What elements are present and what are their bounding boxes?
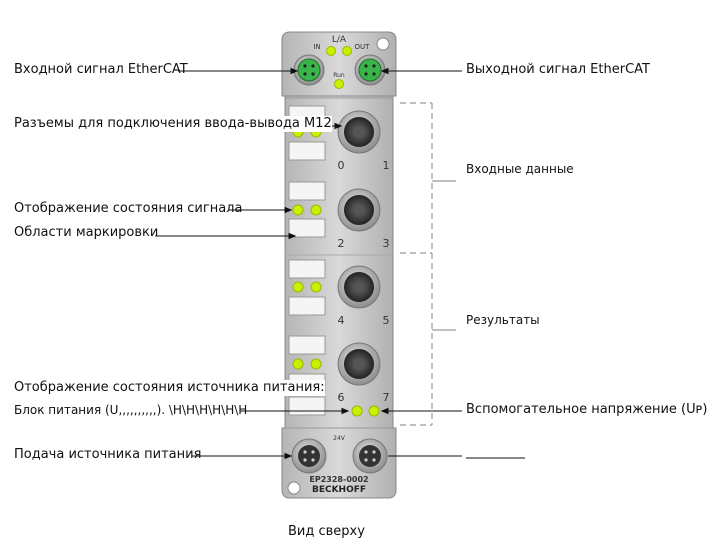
led-run bbox=[334, 79, 344, 89]
label-aux-voltage: Вспомогательное напряжение (Uᴘ) bbox=[466, 402, 708, 417]
m12-connector-4-5 bbox=[337, 265, 381, 309]
power-connector-in bbox=[291, 438, 327, 474]
device-in-text: IN bbox=[313, 43, 320, 51]
device-brand-logo: BECKHOFF bbox=[312, 485, 366, 495]
device-la-text: L/A bbox=[332, 35, 347, 45]
m12-connector-2-3 bbox=[337, 188, 381, 232]
mount-hole-top bbox=[376, 37, 390, 51]
channel-7: 7 bbox=[383, 391, 390, 404]
channel-2: 2 bbox=[338, 237, 345, 250]
label-power-status-title: Отображение состояния источника питания: bbox=[14, 380, 325, 396]
label-m12-connectors: Разъемы для подключения ввода-вывода M12 bbox=[14, 116, 332, 132]
mount-hole-bottom bbox=[287, 481, 301, 495]
callout-lines bbox=[155, 67, 525, 460]
range-brackets bbox=[400, 102, 433, 426]
device-model-text: EP2328-0002 bbox=[309, 475, 368, 484]
label-input-ethercat: Входной сигнал EtherCAT bbox=[14, 62, 188, 77]
channel-6: 6 bbox=[338, 391, 345, 404]
label-output-ethercat: Выходной сигнал EtherCAT bbox=[466, 62, 650, 77]
label-signal-status: Отображение состояния сигнала bbox=[14, 201, 243, 216]
ethercat-out-connector bbox=[358, 58, 382, 82]
led-la-in bbox=[326, 46, 336, 56]
channel-0: 0 bbox=[338, 159, 345, 172]
label-input-data: Входные данные bbox=[466, 162, 574, 176]
ethercat-in-connector bbox=[297, 58, 321, 82]
channel-3: 3 bbox=[383, 237, 390, 250]
led-us bbox=[351, 405, 363, 417]
led-la-out bbox=[342, 46, 352, 56]
label-power-block: Блок питания (U,,,,,,,,,,). \H\H\H\H\H\H bbox=[14, 403, 248, 417]
channel-4: 4 bbox=[338, 314, 345, 327]
label-marking-areas: Области маркировки bbox=[14, 225, 159, 240]
device-out-text: OUT bbox=[355, 43, 371, 51]
label-results: Результаты bbox=[466, 313, 540, 327]
m12-connector-6-7 bbox=[337, 342, 381, 386]
device-run-text: Run bbox=[333, 72, 345, 79]
led-up bbox=[368, 405, 380, 417]
label-power-supply: Подача источника питания bbox=[14, 447, 202, 462]
view-caption: Вид сверху bbox=[288, 524, 365, 539]
power-connector-out bbox=[352, 438, 388, 474]
bracket-leaders bbox=[432, 180, 456, 331]
device-24v-text: 24V bbox=[333, 435, 346, 442]
channel-1: 1 bbox=[383, 159, 390, 172]
m12-connector-0-1 bbox=[337, 110, 381, 154]
channel-5: 5 bbox=[383, 314, 390, 327]
